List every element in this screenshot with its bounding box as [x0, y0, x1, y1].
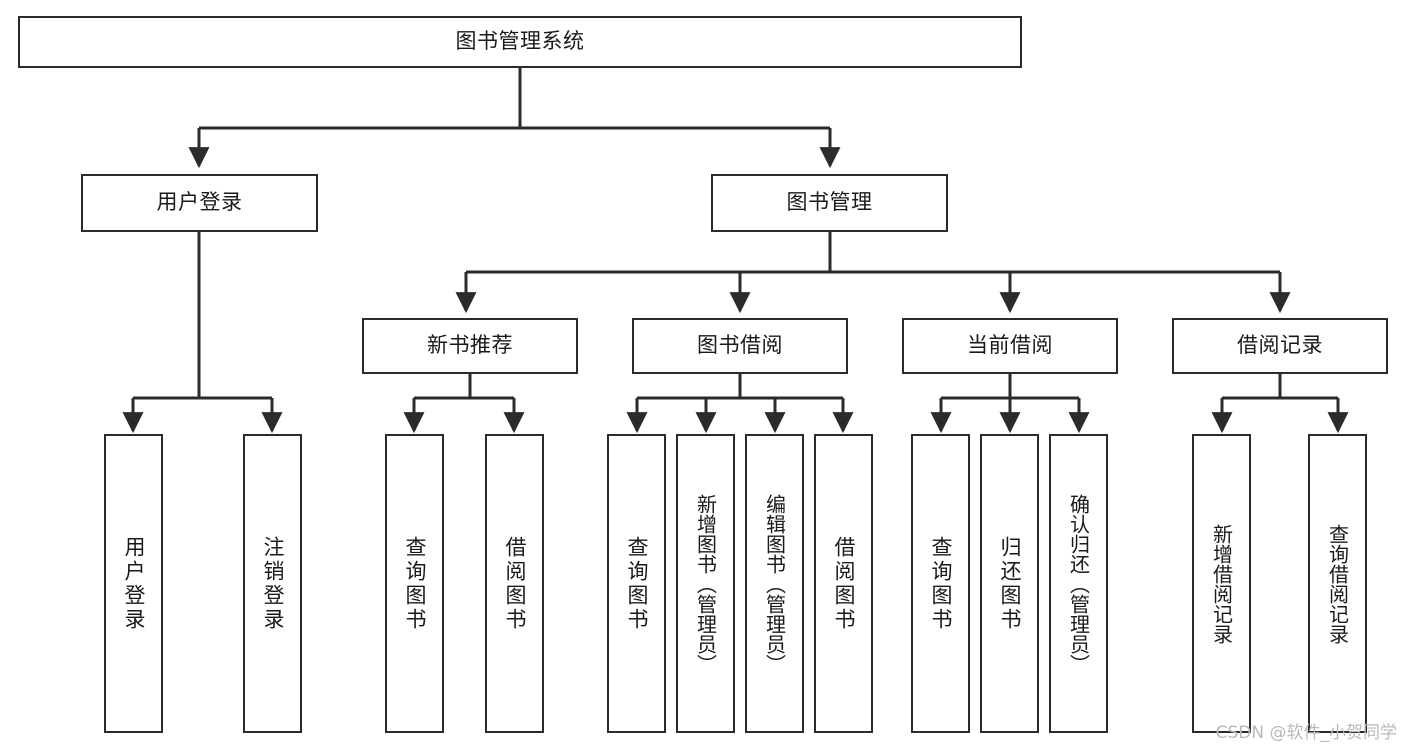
node-borrowing-records[interactable]: 借阅记录	[1172, 318, 1388, 374]
leaf-query-books-borrowing[interactable]: 查询图书	[607, 434, 666, 733]
node-current-borrowing[interactable]: 当前借阅	[902, 318, 1118, 374]
leaf-query-books-current[interactable]: 查询图书	[911, 434, 970, 733]
watermark-text: CSDN @软件_小贺同学	[1215, 723, 1397, 743]
node-label: 图书管理	[786, 190, 873, 215]
leaf-borrow-books-recommendation[interactable]: 借阅图书	[485, 434, 544, 733]
leaf-query-books-recommendation[interactable]: 查询图书	[385, 434, 444, 733]
node-label: 查询图书	[403, 535, 427, 632]
node-label: 注销登录	[261, 535, 285, 632]
leaf-return-books[interactable]: 归还图书	[980, 434, 1039, 733]
node-label: 新增借阅记录	[1209, 523, 1234, 644]
node-label: 借阅图书	[503, 535, 527, 632]
node-root-book-management-system[interactable]: 图书管理系统	[18, 16, 1022, 68]
node-user-login[interactable]: 用户登录	[81, 174, 318, 232]
node-label: 用户登录	[156, 190, 243, 215]
leaf-confirm-return-admin[interactable]: 确认归还（管理员）	[1049, 434, 1108, 733]
leaf-edit-book-admin[interactable]: 编辑图书（管理员）	[745, 434, 804, 733]
leaf-add-borrowing-record[interactable]: 新增借阅记录	[1192, 434, 1251, 733]
node-label: 借阅图书	[832, 535, 856, 632]
leaf-logout[interactable]: 注销登录	[243, 434, 302, 733]
node-label: 编辑图书（管理员）	[762, 493, 787, 674]
node-new-book-recommendation[interactable]: 新书推荐	[362, 318, 578, 374]
node-label: 图书管理系统	[455, 29, 585, 54]
node-book-management[interactable]: 图书管理	[711, 174, 948, 232]
node-label: 借阅记录	[1237, 333, 1323, 358]
node-label: 查询借阅记录	[1325, 523, 1350, 644]
node-label: 查询图书	[625, 535, 649, 632]
node-label: 确认归还（管理员）	[1066, 493, 1091, 674]
node-book-borrowing[interactable]: 图书借阅	[632, 318, 848, 374]
node-label: 查询图书	[929, 535, 953, 632]
node-label: 新书推荐	[427, 333, 513, 358]
node-label: 当前借阅	[967, 333, 1053, 358]
node-label: 新增图书（管理员）	[693, 493, 718, 674]
node-label: 用户登录	[122, 535, 146, 632]
leaf-add-book-admin[interactable]: 新增图书（管理员）	[676, 434, 735, 733]
node-label: 图书借阅	[697, 333, 783, 358]
node-label: 归还图书	[998, 535, 1022, 632]
leaf-query-borrowing-record[interactable]: 查询借阅记录	[1308, 434, 1367, 733]
leaf-borrow-books-borrowing[interactable]: 借阅图书	[814, 434, 873, 733]
leaf-user-login[interactable]: 用户登录	[104, 434, 163, 733]
